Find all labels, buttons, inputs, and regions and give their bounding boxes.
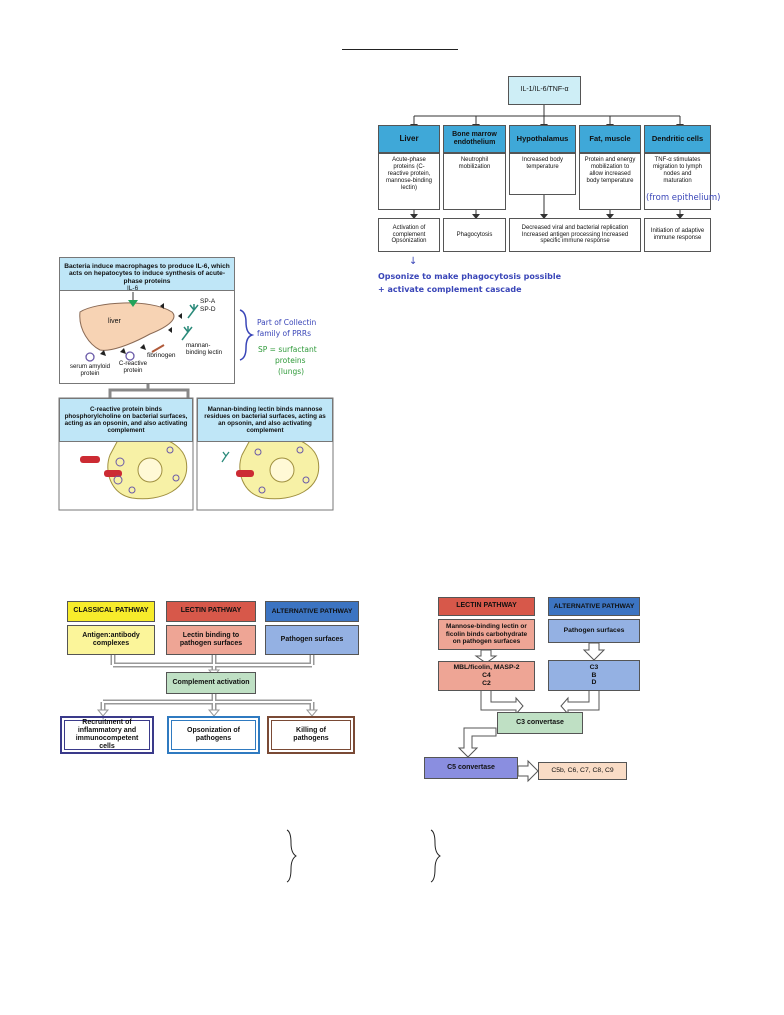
- classical-pathway-head: CLASSICAL PATHWAY: [67, 601, 155, 622]
- bone-marrow-outcome: Phagocytosis: [443, 218, 506, 252]
- lectin-component-mbl: MBL/ficolin, MASP-2: [453, 664, 520, 672]
- fat-muscle-head: Fat, muscle: [579, 125, 641, 153]
- lectin-trigger-right: Mannose-binding lectin or ficolin binds …: [438, 619, 535, 650]
- nucleus-left: [137, 457, 163, 483]
- terminal-components-box: C5b, C6, C7, C8, C9: [538, 762, 627, 780]
- note-arrow: ↓: [409, 256, 418, 267]
- complement-activation-box: Complement activation: [166, 672, 256, 694]
- merged-outcome: Decreased viral and bacterial replicatio…: [509, 218, 641, 252]
- bacterium-left-1: [80, 456, 100, 463]
- outcome-recruitment: Recruitment of inflammatory and immunoco…: [60, 716, 154, 754]
- liver-effect: Acute-phase proteins (C-reactive protein…: [378, 153, 440, 210]
- dendritic-effect: TNF-α stimulates migration to lymph node…: [644, 153, 711, 210]
- fibrinogen-glyph: [151, 344, 165, 353]
- label-liver: liver: [108, 318, 121, 325]
- il6-marker: [128, 300, 138, 307]
- lectin-component-c4: C4: [482, 672, 491, 680]
- alternative-pathway-head: ALTERNATIVE PATHWAY: [265, 601, 359, 622]
- bacterium-right: [236, 470, 254, 477]
- note-sp-1: SP = surfactant: [258, 345, 317, 354]
- alt-component-b: B: [591, 671, 597, 679]
- alternative-trigger: Pathogen surfaces: [265, 625, 359, 655]
- alternative-components: C3 B D: [548, 660, 640, 691]
- crp-glyph: [125, 351, 135, 361]
- liver-outcome: Activation of complement Opsonization: [378, 218, 440, 252]
- title-underline: [342, 49, 458, 50]
- dendritic-outcome: Initiation of adaptive immune response: [644, 218, 711, 252]
- collectin-brace: [239, 309, 255, 361]
- label-crp: C-reactive protein: [118, 360, 148, 374]
- label-spd: SP-D: [200, 306, 216, 313]
- note-collectin-1: Part of Collectin: [257, 318, 317, 327]
- alternative-head-right: ALTERNATIVE PATHWAY: [548, 597, 640, 616]
- mbl-panel-text: Mannan-binding lectin binds mannose resi…: [197, 398, 333, 442]
- alt-component-c3: C3: [589, 663, 599, 671]
- lectin-head-right: LECTIN PATHWAY: [438, 597, 535, 616]
- cytokine-root-box: IL-1/IL-6/TNF-α: [508, 76, 581, 105]
- note-sp-2: proteins: [275, 356, 306, 365]
- hypothalamus-head: Hypothalamus: [509, 125, 576, 153]
- brace-right: [430, 829, 441, 883]
- c3-convertase-box: C3 convertase: [497, 712, 583, 734]
- outcome-opsonization: Opsonization of pathogens: [167, 716, 260, 754]
- acute-phase-header: Bacteria induce macrophages to produce I…: [59, 257, 235, 291]
- label-serum: serum amyloid protein: [69, 363, 111, 377]
- dendritic-head: Dendritic cells: [644, 125, 711, 153]
- note-collectin-2: family of PRRs: [257, 329, 311, 338]
- alternative-trigger-right: Pathogen surfaces: [548, 619, 640, 643]
- lectin-components: MBL/ficolin, MASP-2 C4 C2: [438, 661, 535, 691]
- lectin-pathway-head: LECTIN PATHWAY: [166, 601, 256, 622]
- note-opsonize-2: + activate complement cascade: [378, 285, 522, 294]
- note-from-epithelium: (from epithelium): [646, 193, 721, 203]
- bacterium-left-2: [104, 470, 122, 477]
- bone-marrow-effect: Neutrophil mobilization: [443, 153, 506, 210]
- label-il6: IL-6: [127, 285, 139, 292]
- outcome-killing: Killing of pathogens: [267, 716, 355, 754]
- label-mbl: mannan-binding lectin: [186, 342, 223, 356]
- lectin-component-c2: C2: [482, 679, 491, 687]
- bone-marrow-head: Bone marrow endothelium: [443, 125, 506, 153]
- classical-trigger: Antigen:antibody complexes: [67, 625, 155, 655]
- c5-convertase-box: C5 convertase: [424, 757, 518, 779]
- liver-head: Liver: [378, 125, 440, 153]
- brace-left: [286, 829, 297, 883]
- label-fibrinogen: fibrinogen: [147, 352, 176, 359]
- crp-panel-text: C-reactive protein binds phosphorylcholi…: [59, 398, 193, 442]
- alt-component-d: D: [591, 679, 597, 687]
- note-opsonize-1: Opsonize to make phagocytosis possible: [378, 272, 561, 281]
- fat-muscle-effect: Protein and energy mobilization to allow…: [579, 153, 641, 210]
- label-spa: SP-A: [200, 298, 216, 305]
- sp-glyphs: [181, 304, 199, 341]
- nucleus-right: [269, 457, 295, 483]
- hypothalamus-effect: Increased body temperature: [509, 153, 576, 195]
- lectin-trigger: Lectin binding to pathogen surfaces: [166, 625, 256, 655]
- note-sp-3: (lungs): [278, 367, 305, 376]
- serum-amyloid-glyph: [85, 352, 95, 362]
